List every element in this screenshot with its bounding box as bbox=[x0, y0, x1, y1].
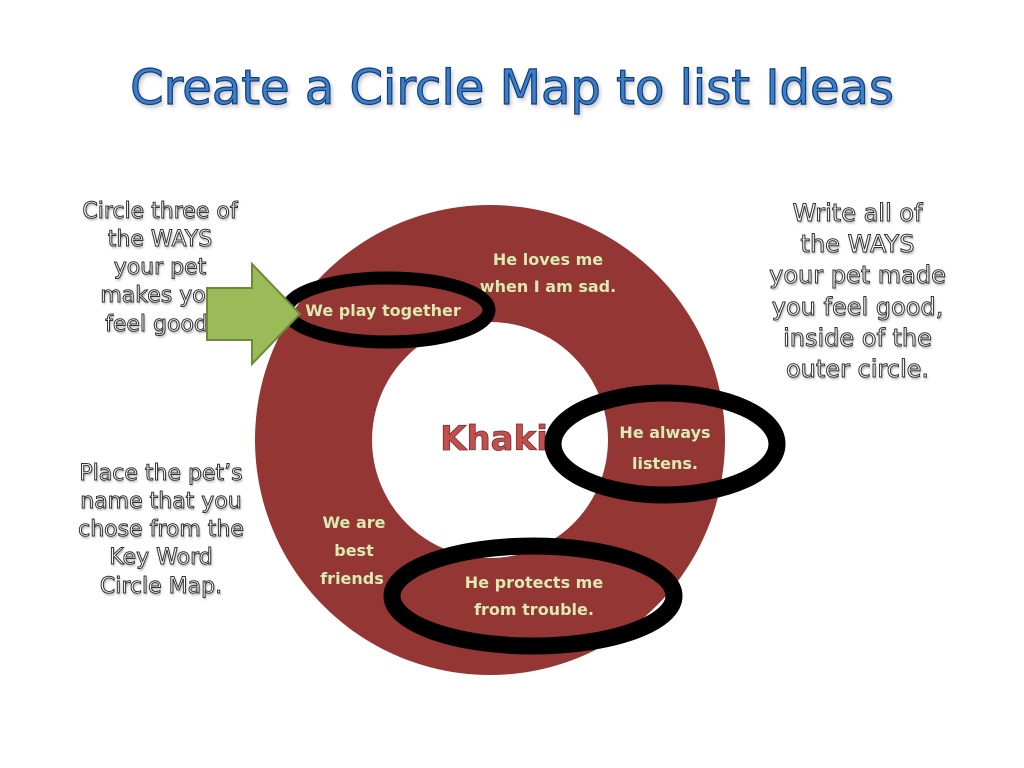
right-arrow-icon bbox=[206, 261, 302, 367]
idea-text: We play together bbox=[305, 301, 461, 320]
instruction-line: Circle Map. bbox=[99, 573, 223, 599]
idea-text: He loves me bbox=[493, 250, 603, 269]
instruction-line: inside of the bbox=[783, 323, 933, 352]
instruction-place-name: Place the pet’s name that you chose from… bbox=[50, 460, 272, 601]
idea-text: listens. bbox=[632, 454, 698, 473]
idea-text: He protects me bbox=[465, 573, 604, 592]
instruction-line: Write all of bbox=[792, 198, 923, 227]
idea-text: friends bbox=[320, 569, 384, 588]
instruction-line: the WAYS bbox=[107, 227, 213, 253]
instruction-line: your pet made bbox=[769, 261, 947, 290]
idea-text: when I am sad. bbox=[480, 277, 616, 296]
instruction-line: feel good. bbox=[105, 311, 216, 337]
instruction-circle-three: Circle three of the WAYS your pet makes … bbox=[50, 198, 270, 339]
instruction-line: name that you bbox=[80, 489, 242, 515]
idea-text: best bbox=[334, 541, 374, 560]
instruction-line: makes you bbox=[100, 283, 220, 309]
idea-text: We are bbox=[322, 513, 385, 532]
instruction-line: you feel good, bbox=[771, 292, 944, 321]
circle-mark-protects bbox=[383, 537, 683, 655]
instruction-line: your pet bbox=[113, 255, 207, 281]
instruction-line: Key Word bbox=[109, 545, 213, 571]
page-title: Create a Circle Map to list Ideas bbox=[129, 59, 894, 116]
instruction-line: Circle three of bbox=[82, 198, 238, 224]
instruction-line: outer circle. bbox=[785, 354, 930, 383]
instruction-line: the WAYS bbox=[800, 230, 915, 259]
instruction-write-all: Write all of the WAYS your pet made you … bbox=[745, 198, 970, 385]
circle-mark-always-listens bbox=[544, 384, 786, 504]
instruction-line: Place the pet’s bbox=[79, 460, 243, 486]
instruction-line: chose from the bbox=[78, 517, 245, 543]
idea-text: from trouble. bbox=[474, 600, 594, 619]
idea-text: He always bbox=[619, 423, 710, 442]
center-pet-name: Khaki bbox=[440, 419, 548, 459]
